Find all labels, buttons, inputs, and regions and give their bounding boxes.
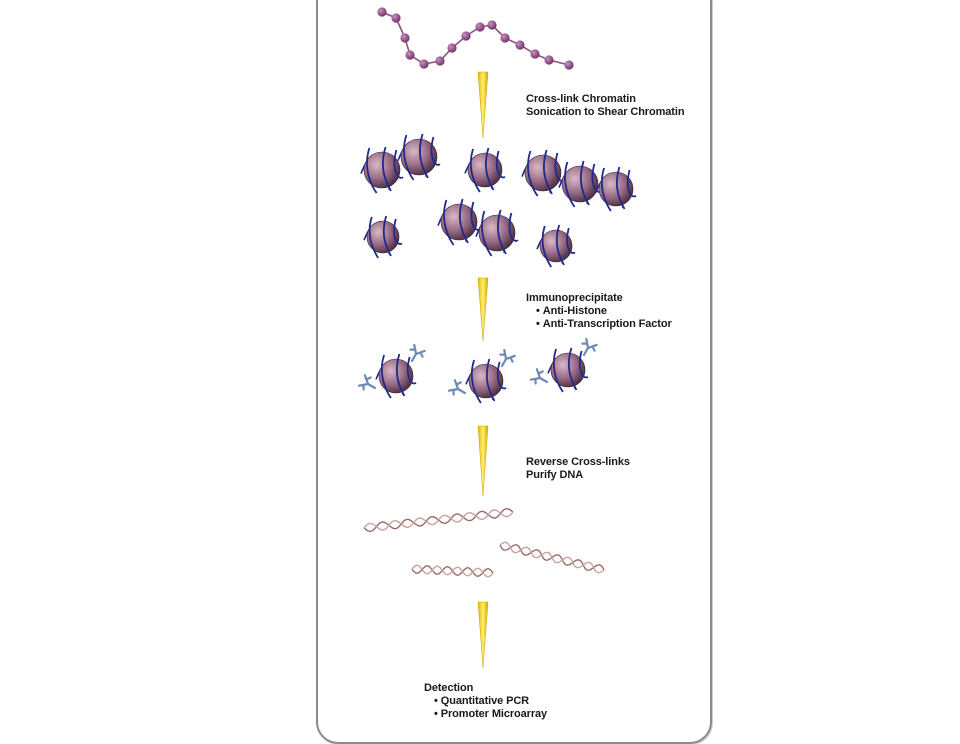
dna-helix	[363, 507, 514, 533]
step-detection-line-1: Detection	[424, 682, 474, 694]
nucleosome	[521, 149, 565, 197]
step-crosslink-label: Cross-link Chromatin Sonication to Shear…	[526, 93, 685, 119]
step-crosslink-line-2: Sonication to Shear Chromatin	[526, 106, 685, 118]
immunoprecipitated-complexes	[357, 337, 598, 404]
nucleosome	[475, 209, 519, 257]
step-arrow	[477, 277, 489, 342]
nucleosome	[558, 160, 602, 208]
chromatin-bead	[544, 55, 554, 65]
chromatin-bead	[435, 56, 445, 66]
step-reverse-crosslinks-line-2: Purify DNA	[526, 469, 584, 481]
nucleosome	[465, 358, 507, 404]
chromatin-bead	[564, 60, 574, 70]
antibody-icon	[409, 343, 426, 363]
nucleosome	[397, 133, 441, 181]
chromatin-bead	[391, 13, 401, 23]
nucleosome	[464, 147, 506, 193]
antibody-icon	[447, 379, 467, 396]
step-reverse-crosslinks-line-1: Reverse Cross-links	[526, 456, 630, 468]
step-immunoprecipitate-label: Immunoprecipitate Anti-Histone Anti-Tran…	[526, 292, 672, 331]
chromatin-bead	[377, 7, 387, 17]
nucleosome	[536, 224, 576, 268]
nucleosome	[360, 146, 404, 194]
step-arrow	[477, 425, 489, 497]
chromatin-bead	[447, 43, 457, 53]
step-immunoprecipitate-line-1: Immunoprecipitate	[526, 292, 623, 304]
step-detection-bullet-2: Promoter Microarray	[424, 708, 547, 721]
chromatin-bead	[515, 40, 525, 50]
nucleosome	[437, 198, 481, 246]
step-detection-bullet-1: Quantitative PCR	[424, 695, 547, 708]
step-arrow	[477, 71, 489, 139]
chromatin-bead	[475, 22, 485, 32]
sheared-nucleosomes	[360, 133, 637, 268]
step-detection-label: Detection Quantitative PCR Promoter Micr…	[424, 682, 547, 721]
nucleosome	[363, 215, 403, 259]
chip-workflow-diagram	[357, 7, 637, 669]
antibody-icon	[529, 368, 549, 385]
antibody-icon	[357, 374, 377, 391]
step-arrow	[477, 601, 489, 669]
chromatin-bead	[530, 49, 540, 59]
step-immunoprecipitate-bullet-2: Anti-Transcription Factor	[526, 318, 672, 331]
chromatin-bead	[500, 33, 510, 43]
chromatin-bead	[405, 50, 415, 60]
step-immunoprecipitate-bullet-1: Anti-Histone	[526, 305, 672, 318]
step-reverse-crosslinks-label: Reverse Cross-links Purify DNA	[526, 456, 630, 482]
chromatin-bead	[419, 59, 429, 69]
step-arrows	[477, 71, 489, 669]
nucleosome	[595, 166, 637, 212]
chromatin-strand	[377, 7, 574, 70]
chromatin-bead	[487, 20, 497, 30]
nucleosome	[547, 347, 589, 393]
antibody-icon	[581, 337, 598, 357]
step-crosslink-line-1: Cross-link Chromatin	[526, 93, 636, 105]
nucleosome	[375, 353, 417, 399]
chromatin-bead	[400, 33, 410, 43]
dna-helix	[499, 541, 605, 574]
purified-dna-fragments	[363, 507, 605, 578]
chromatin-bead	[461, 31, 471, 41]
dna-helix	[411, 564, 494, 578]
antibody-icon	[499, 348, 516, 368]
